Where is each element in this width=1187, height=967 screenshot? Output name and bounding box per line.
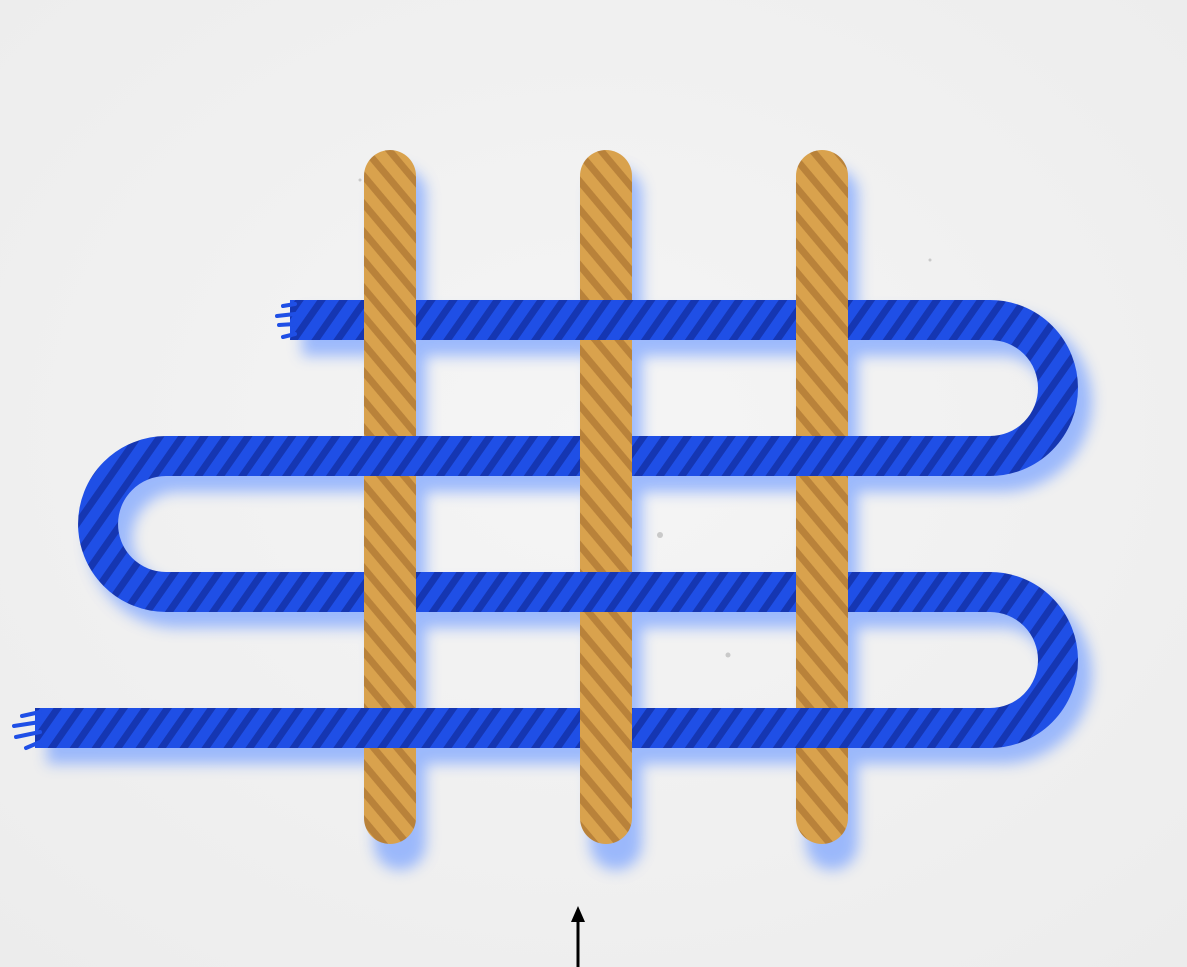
weave-canvas bbox=[0, 0, 1187, 967]
weave-figure bbox=[0, 0, 1187, 967]
